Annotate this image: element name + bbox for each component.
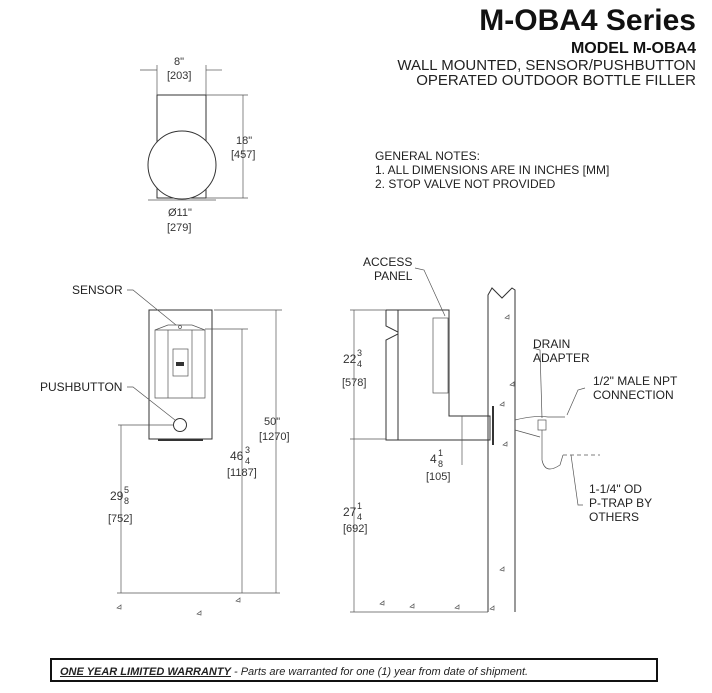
unit-height-den: 4 [357, 359, 362, 369]
top-diameter-mm: [279] [167, 222, 191, 234]
spout-height-mm: [1187] [227, 467, 257, 479]
ptrap-label-1: 1-1/4" OD [589, 482, 642, 496]
pushbutton-label: PUSHBUTTON [40, 380, 123, 394]
concrete-hatch [116, 314, 515, 616]
side-view: 22 3 4 [578] 4 1 8 [105] 27 1 4 [692] [342, 267, 600, 613]
overall-height-mm: [1270] [259, 431, 290, 443]
button-height-whole: 29 [110, 489, 124, 503]
note-1: 1. ALL DIMENSIONS ARE IN INCHES [MM] [375, 163, 610, 177]
overall-height: 50" [264, 416, 280, 428]
note-2: 2. STOP VALVE NOT PROVIDED [375, 177, 556, 191]
description-line-2: OPERATED OUTDOOR BOTTLE FILLER [416, 72, 696, 89]
npt-label-1: 1/2" MALE NPT [593, 374, 678, 388]
top-width-mm: [203] [167, 70, 191, 82]
mount-mm: [105] [426, 471, 450, 483]
ptrap-label-3: OTHERS [589, 510, 640, 524]
bottom-den: 4 [357, 512, 362, 522]
unit-height-whole: 22 [343, 352, 357, 366]
spout-height-num: 3 [245, 445, 250, 455]
spout-height-den: 4 [245, 456, 250, 466]
top-diameter: Ø11" [168, 207, 192, 219]
access-panel-label-1: ACCESS [363, 255, 413, 269]
top-depth-mm: [457] [231, 149, 255, 161]
unit-height-num: 3 [357, 348, 362, 358]
ptrap-label-2: P-TRAP BY [589, 496, 653, 510]
top-width: 8" [174, 56, 184, 68]
warranty-text: - Parts are warranted for one (1) year f… [230, 666, 529, 678]
bottom-whole: 27 [343, 505, 357, 519]
unit-height-mm: [578] [342, 377, 366, 389]
warranty-box: ONE YEAR LIMITED WARRANTY - Parts are wa… [50, 658, 658, 682]
npt-label-2: CONNECTION [593, 388, 674, 402]
top-depth: 18" [236, 135, 252, 147]
sensor-label: SENSOR [72, 283, 123, 297]
mount-whole: 4 [430, 452, 437, 466]
drain-label-2: ADAPTER [533, 351, 590, 365]
top-view: 8" [203] 18" [457] Ø11" [279] [140, 56, 255, 234]
warranty-title: ONE YEAR LIMITED WARRANTY [60, 666, 231, 678]
series-title: M-OBA4 Series [479, 4, 696, 37]
bottom-num: 1 [357, 501, 362, 511]
drain-label-1: DRAIN [533, 337, 571, 351]
notes-title: GENERAL NOTES: [375, 149, 480, 163]
button-height-den: 8 [124, 496, 129, 506]
mount-den: 8 [438, 459, 443, 469]
button-height-num: 5 [124, 485, 129, 495]
button-height-mm: [752] [108, 513, 132, 525]
model-title: MODEL M-OBA4 [570, 40, 696, 57]
access-panel-label-2: PANEL [374, 269, 413, 283]
mount-num: 1 [438, 448, 443, 458]
spout-height-whole: 46 [230, 449, 244, 463]
description-line-1: WALL MOUNTED, SENSOR/PUSHBUTTON [397, 57, 696, 74]
front-view: 50" [1270] 46 3 4 [1187] 29 5 8 [752] [108, 289, 290, 594]
bottom-mm: [692] [343, 523, 367, 535]
